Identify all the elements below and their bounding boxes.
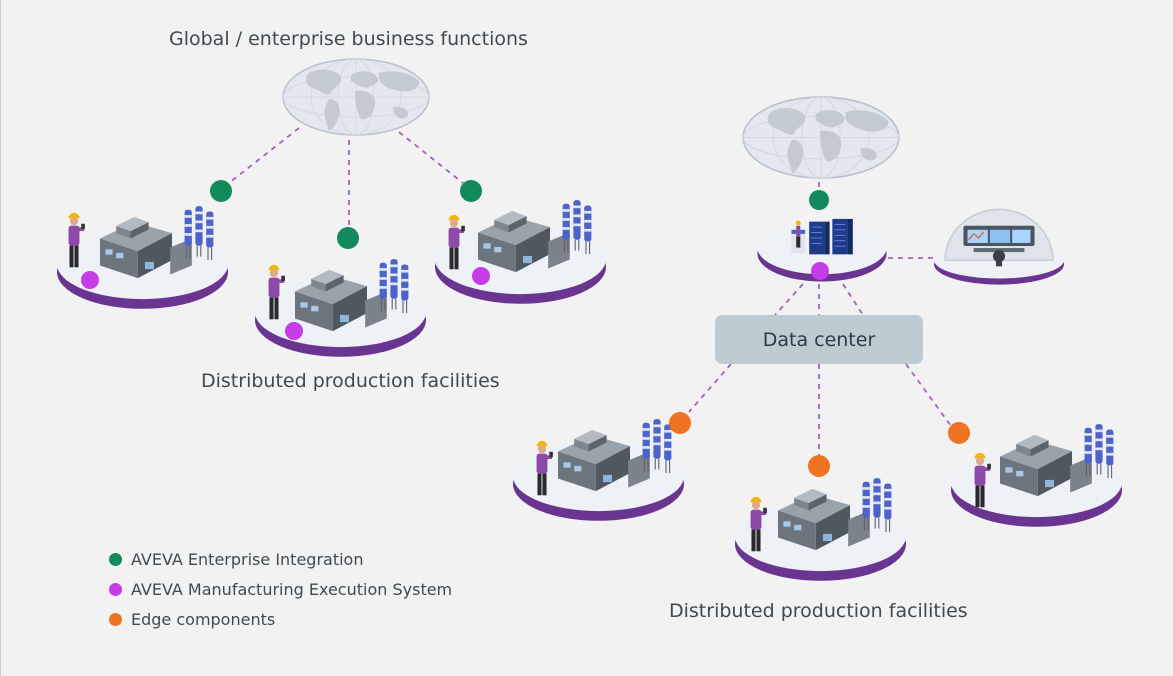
facility-right-2 <box>734 477 907 581</box>
legend-label: AVEVA Enterprise Integration <box>131 549 364 569</box>
facility-left-3 <box>434 199 607 304</box>
data-center-box: Data center <box>715 315 923 364</box>
legend-item: Edge components <box>109 604 452 634</box>
facility-right-3 <box>950 423 1123 527</box>
global-functions-title: Global / enterprise business functions <box>169 28 528 50</box>
mes-dot <box>285 322 303 340</box>
enterprise-integration-dot <box>460 180 482 202</box>
connector-lines <box>228 127 952 455</box>
globe-icon <box>742 96 900 179</box>
legend-dot-magenta <box>109 582 122 596</box>
mes-dot <box>811 262 829 280</box>
edge-component-dot <box>669 412 691 434</box>
facility-left-2 <box>254 258 427 357</box>
legend-dot-orange <box>109 612 122 626</box>
legend-dot-green <box>109 552 122 566</box>
legend-label: AVEVA Manufacturing Execution System <box>131 579 453 599</box>
legend-item: AVEVA Manufacturing Execution System <box>109 574 452 604</box>
control-room-icon <box>933 208 1065 286</box>
legend-label: Edge components <box>131 609 276 629</box>
mes-dot <box>472 267 490 285</box>
facilities-right-label: Distributed production facilities <box>669 600 968 622</box>
data-center-node <box>757 190 887 282</box>
globe-icon <box>282 58 430 136</box>
facility-right-1 <box>512 418 685 521</box>
facility-left-1 <box>56 205 229 309</box>
enterprise-integration-dot <box>337 227 359 249</box>
mes-dot <box>81 271 99 289</box>
legend: AVEVA Enterprise Integration AVEVA Manuf… <box>109 544 452 634</box>
edge-component-dot <box>808 455 830 477</box>
edge-component-dot <box>948 422 970 444</box>
enterprise-integration-dot <box>210 180 232 202</box>
enterprise-integration-dot <box>809 190 829 210</box>
facilities-left-label: Distributed production facilities <box>201 370 500 392</box>
legend-item: AVEVA Enterprise Integration <box>109 544 452 574</box>
